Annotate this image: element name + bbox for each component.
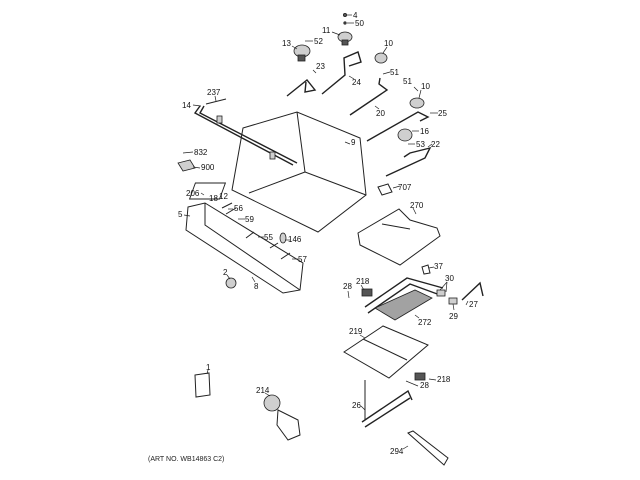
manifold-14 xyxy=(193,105,298,166)
label-214: 214 xyxy=(256,386,270,395)
label-24: 24 xyxy=(352,78,361,87)
label-51-top: 51 xyxy=(390,68,399,77)
label-707: 707 xyxy=(398,183,412,192)
screw-50 xyxy=(343,21,347,25)
label-50: 50 xyxy=(355,19,364,28)
ignitor-218-top xyxy=(361,288,373,297)
label-59: 59 xyxy=(245,215,254,224)
label-4: 4 xyxy=(353,11,358,20)
tube-24 xyxy=(321,51,362,95)
plate-219 xyxy=(343,325,429,379)
ignitor-146 xyxy=(279,232,287,244)
label-9: 9 xyxy=(351,138,356,147)
valve-13 xyxy=(293,44,311,62)
valve-10-right xyxy=(409,97,425,109)
label-10-top: 10 xyxy=(384,39,393,48)
label-218-bottom: 218 xyxy=(437,375,451,384)
label-146: 146 xyxy=(288,235,302,244)
bracket-26 xyxy=(361,380,413,428)
label-57: 57 xyxy=(298,255,307,264)
label-20: 20 xyxy=(376,109,385,118)
label-30: 30 xyxy=(445,274,454,283)
bracket-900 xyxy=(177,159,196,172)
label-11: 11 xyxy=(322,26,331,35)
label-28-top: 28 xyxy=(343,282,352,291)
label-14: 14 xyxy=(182,101,191,110)
ignitor-218-bottom xyxy=(414,372,426,381)
label-12: 12 xyxy=(219,192,228,201)
label-294: 294 xyxy=(390,447,404,456)
tube-27 xyxy=(461,281,484,301)
clip-37 xyxy=(421,264,431,275)
literature-1 xyxy=(194,372,211,398)
label-832: 832 xyxy=(194,148,208,157)
tube-23 xyxy=(286,79,317,97)
label-27: 27 xyxy=(469,300,478,309)
manifold-panel-5 xyxy=(185,202,304,294)
label-5: 5 xyxy=(178,210,183,219)
label-16: 16 xyxy=(420,127,429,136)
burner-272 xyxy=(364,277,444,321)
valve-16 xyxy=(397,128,413,142)
label-53: 53 xyxy=(416,140,425,149)
label-270: 270 xyxy=(410,201,424,210)
screw-4 xyxy=(342,12,347,17)
label-219: 219 xyxy=(349,327,363,336)
art-number: (ART NO. WB14863 C2) xyxy=(148,456,225,463)
label-237: 237 xyxy=(207,88,221,97)
label-28-bottom: 28 xyxy=(420,381,429,390)
regulator-214 xyxy=(263,394,301,441)
label-2: 2 xyxy=(223,268,228,277)
label-1: 1 xyxy=(206,363,211,372)
valve-clips xyxy=(221,202,291,260)
orifice-29 xyxy=(448,297,458,305)
label-900: 900 xyxy=(201,163,215,172)
label-51-right: 51 xyxy=(403,77,412,86)
label-55: 55 xyxy=(264,233,273,242)
tube-25 xyxy=(366,111,430,142)
rail-294 xyxy=(407,430,449,466)
label-56: 56 xyxy=(234,204,243,213)
shield-270 xyxy=(357,208,441,266)
label-272: 272 xyxy=(418,318,432,327)
valve-10-top xyxy=(374,52,388,64)
valve-11 xyxy=(337,31,353,46)
orifice-237 xyxy=(205,98,227,105)
label-206: 206 xyxy=(186,189,200,198)
label-37: 37 xyxy=(434,262,443,271)
tube-22 xyxy=(385,146,432,177)
label-26: 26 xyxy=(352,401,361,410)
label-10-right: 10 xyxy=(421,82,430,91)
label-23: 23 xyxy=(316,62,325,71)
label-18: 18 xyxy=(209,194,218,203)
label-52: 52 xyxy=(314,37,323,46)
knob-2 xyxy=(225,277,237,289)
tube-20 xyxy=(349,77,389,116)
label-22: 22 xyxy=(431,140,440,149)
fitting-30 xyxy=(436,289,446,297)
burner-box-9 xyxy=(188,111,367,233)
label-218-top: 218 xyxy=(356,277,370,286)
label-29: 29 xyxy=(449,312,458,321)
label-13: 13 xyxy=(282,39,291,48)
clip-707 xyxy=(377,183,393,196)
label-8: 8 xyxy=(254,282,259,291)
labels: 4 50 11 13 52 10 23 24 51 51 10 20 25 16… xyxy=(178,11,478,456)
label-25: 25 xyxy=(438,109,447,118)
